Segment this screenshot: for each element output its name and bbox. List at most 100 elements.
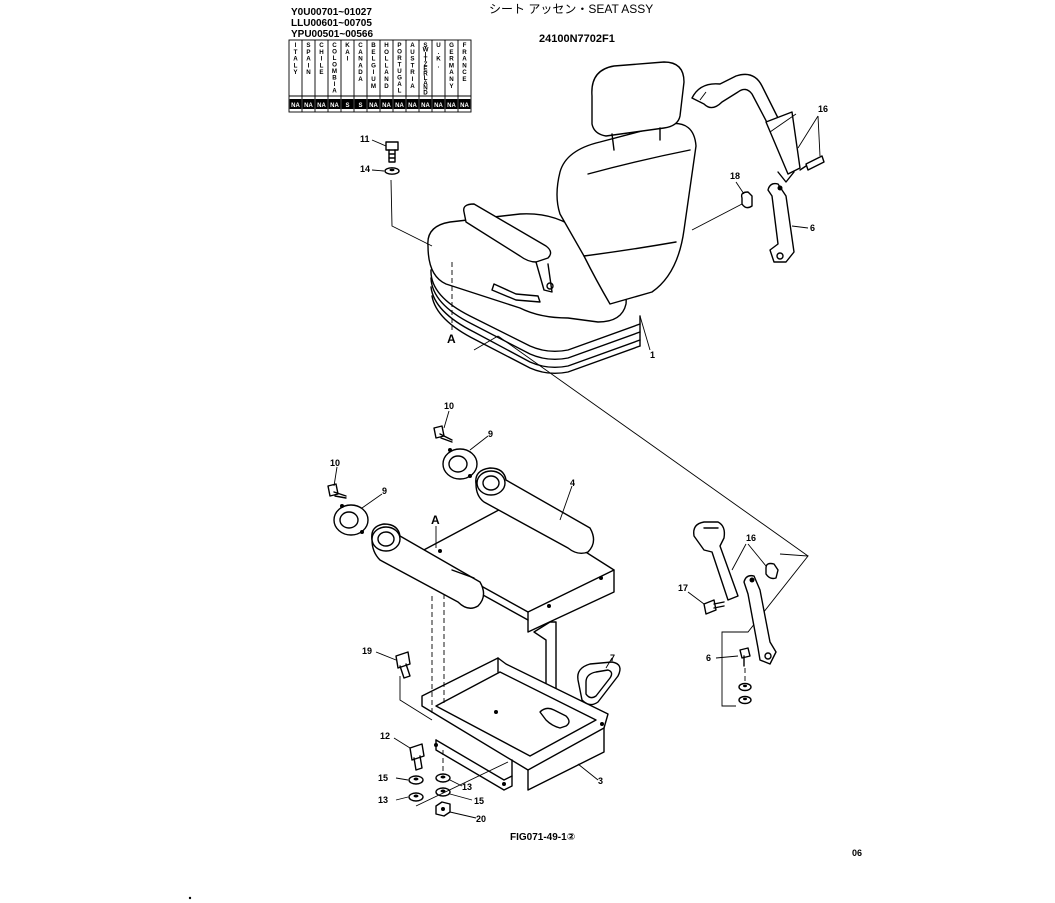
table-code-3: NA [330, 103, 339, 109]
callout-10-front: 10 [330, 458, 340, 468]
callout-a-upper: A [447, 332, 456, 346]
callout-16-lower: 16 [746, 533, 756, 543]
callout-6-lower: 6 [706, 653, 711, 663]
speck-dot [188, 896, 192, 900]
callout-15-left: 15 [378, 773, 388, 783]
callout-15-right: 15 [474, 796, 484, 806]
table-code-cell-5 [354, 99, 367, 109]
serial-block: Y0U00701~01027 LLU00601~00705 YPU00501~0… [291, 7, 373, 40]
callout-20: 20 [476, 814, 486, 824]
callout-7: 7 [610, 653, 615, 663]
washer-15a [408, 775, 424, 785]
callout-12: 12 [380, 731, 390, 741]
callout-10-rear: 10 [444, 401, 454, 411]
serial-range-3: YPU00501~00566 [291, 29, 373, 40]
callout-4: 4 [570, 478, 575, 488]
serial-range-2: LLU00601~00705 [291, 18, 372, 29]
table-code-cell-0 [289, 99, 302, 109]
nut-20 [435, 801, 451, 817]
table-code-cell-8 [393, 99, 406, 109]
table-country-11: U.K. [436, 42, 441, 69]
diagram-title: シート アッセン・SEAT ASSY [489, 2, 653, 16]
table-code-8: NA [395, 103, 404, 109]
flange-9b [333, 504, 369, 536]
figure-id: FIG071-49-1② [510, 832, 575, 843]
table-code-cell-2 [315, 99, 328, 109]
table-code-1: NA [304, 103, 313, 109]
belt-6 [767, 182, 795, 263]
bolt-11 [385, 141, 399, 163]
callout-14: 14 [360, 164, 370, 174]
callout-13-right: 13 [462, 782, 472, 792]
collar-16 [765, 562, 779, 580]
frame-3 [421, 657, 609, 791]
washer-13b [435, 773, 451, 783]
callout-17: 17 [678, 583, 688, 593]
collar-18 [740, 191, 753, 209]
callout-18: 18 [730, 171, 740, 181]
slide-rail-front [371, 523, 485, 609]
table-code-cell-3 [328, 99, 341, 109]
table-code-cell-4 [341, 99, 354, 109]
part-number: 24100N7702F1 [539, 33, 615, 45]
table-code-12: NA [447, 103, 456, 109]
cover-7 [577, 661, 621, 706]
table-code-4: S [345, 103, 349, 109]
table-code-cell-13 [458, 99, 471, 109]
table-code-2: NA [317, 103, 326, 109]
table-code-0: NA [291, 103, 300, 109]
callout-11: 11 [360, 134, 370, 144]
table-code-cell-10 [419, 99, 432, 109]
washer-13a [408, 792, 424, 802]
seat-belt-buckle-16 [693, 521, 739, 601]
belt-6b [743, 574, 777, 665]
seat-assembly-drawing [390, 61, 809, 557]
table-code-7: NA [382, 103, 391, 109]
washer-14 [384, 167, 400, 175]
table-code-cell-9 [406, 99, 419, 109]
callout-16-upper: 16 [818, 104, 828, 114]
table-code-5: S [358, 103, 362, 109]
callout-19: 19 [362, 646, 372, 656]
serial-range-1: Y0U00701~01027 [291, 7, 372, 18]
table-code-9: NA [408, 103, 417, 109]
callout-3: 3 [598, 776, 603, 786]
table-code-cell-7 [380, 99, 393, 109]
table-code-11: NA [434, 103, 443, 109]
bolt-19 [395, 651, 411, 679]
callout-13-left: 13 [378, 795, 388, 805]
bolt-17 [703, 599, 725, 615]
table-code-cell-11 [432, 99, 445, 109]
bolt-10b [327, 483, 347, 499]
callout-labels: 11 14 16 18 6 1 A 10 9 10 9 4 A 16 17 6 … [330, 104, 828, 824]
page-code: 06 [852, 848, 862, 858]
table-code-cell-1 [302, 99, 315, 109]
callout-9-rear: 9 [488, 429, 493, 439]
callout-9-front: 9 [382, 486, 387, 496]
callout-1: 1 [650, 350, 655, 360]
table-code-cell-6 [367, 99, 380, 109]
bolt-12 [409, 743, 425, 771]
washer-15b [435, 787, 451, 797]
table-code-6: NA [369, 103, 378, 109]
slide-rail-rear [475, 467, 595, 555]
bolt-10a [433, 425, 453, 443]
table-code-13: NA [460, 103, 469, 109]
callout-6-upper: 6 [810, 223, 815, 233]
callout-a-lower: A [431, 513, 440, 527]
bolt-6-hardware [738, 647, 752, 705]
